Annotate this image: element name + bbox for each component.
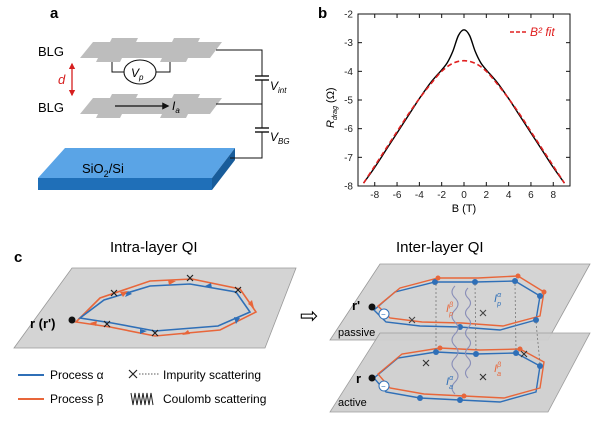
- panel-b-letter: b: [318, 5, 327, 22]
- legend-impurity-icon: [128, 369, 160, 379]
- panel-c: c Intra-layer QI Inter-layer QI r (r') ⇨: [13, 239, 591, 413]
- chart-frame: [357, 13, 571, 187]
- intra-layer-title: Intra-layer QI: [110, 239, 198, 256]
- capacitor-vbg: [255, 127, 269, 133]
- panel-a-letter: a: [50, 5, 59, 22]
- v-int-label: Vint: [270, 79, 287, 95]
- active-electron: [378, 380, 390, 392]
- series-fit-line: [362, 59, 566, 184]
- current-label: Ia: [172, 99, 180, 115]
- substrate-label: SiO2/Si: [82, 161, 124, 179]
- intra-point-label: r (r'): [30, 316, 55, 331]
- legend-coulomb-icon: [130, 392, 154, 406]
- y-tick-label: -2: [344, 10, 353, 21]
- panel-b: b -8 -6 -4 -2 0 2 4 6 8 -2 -3 -4 -5 -6 -7 -8 B² fit B (T)…: [318, 5, 571, 215]
- passive-electron: [378, 308, 390, 320]
- substrate-slab: [38, 148, 235, 190]
- y-tick-label: -5: [344, 96, 353, 107]
- x-tick-label: -8: [370, 190, 379, 201]
- active-impurities: [422, 350, 528, 381]
- transition-arrow-icon: ⇨: [300, 303, 318, 328]
- interlayer-links: [435, 283, 541, 365]
- passive-nodes-beta: [435, 273, 547, 295]
- point-r-prime-label: r': [352, 298, 360, 313]
- top-bilayer: [80, 38, 222, 62]
- y-tick-label: -8: [344, 182, 353, 193]
- v-bg-label: VBG: [270, 130, 290, 146]
- x-tick-label: 2: [484, 190, 490, 201]
- drag-resistance-chart: -8 -6 -4 -2 0 2 4 6 8 -2 -3 -4 -5 -6 -7 -8 B² fit B (T) Rd…: [325, 10, 571, 215]
- legend-alpha-label: Process α: [50, 368, 104, 382]
- y-tick-label: -7: [344, 153, 353, 164]
- voltmeter: Vp: [111, 59, 171, 85]
- coulomb-wiggle-1: [451, 285, 459, 395]
- intra-path-beta: [74, 278, 258, 337]
- y-tick-label: -6: [344, 124, 353, 135]
- active-electron-sign: −: [381, 382, 386, 391]
- point-r-label: r: [356, 371, 361, 386]
- separation-label: d: [58, 72, 66, 87]
- circuit-wires: [216, 49, 263, 159]
- inter-layer-title: Inter-layer QI: [396, 239, 484, 256]
- series-data-line: [363, 29, 565, 184]
- legend-beta-label: Process β: [50, 392, 104, 406]
- voltmeter-label: Vp: [131, 66, 144, 82]
- x-axis-label: B (T): [452, 203, 476, 215]
- y-tick-label: -3: [344, 38, 353, 49]
- active-nodes: [417, 349, 543, 403]
- x-tick-label: -6: [393, 190, 402, 201]
- legend: Process α Process β Impurity scattering …: [18, 368, 266, 406]
- x-tick-label: 4: [506, 190, 512, 201]
- passive-path-alpha: [372, 280, 541, 331]
- y-axis-label: Rdrag (Ω): [325, 87, 339, 128]
- capacitor-vint: [255, 75, 269, 81]
- point-r-prime: [368, 303, 376, 311]
- panel-c-letter: c: [14, 249, 22, 266]
- legend-coulomb-label: Coulomb scattering: [163, 392, 266, 406]
- intra-arrows-alpha: [125, 283, 240, 334]
- passive-nodes: [432, 278, 543, 330]
- intra-point-r: [68, 316, 76, 324]
- blg-top-label: BLG: [38, 44, 64, 59]
- blg-bottom-label: BLG: [38, 100, 64, 115]
- active-label: active: [338, 397, 367, 409]
- active-nodes-beta: [437, 345, 523, 399]
- passive-impurities: [408, 309, 487, 324]
- legend-fit-label: B² fit: [530, 25, 555, 39]
- passive-path-beta: [376, 275, 545, 327]
- x-tick-label: -2: [437, 190, 446, 201]
- y-tick-label: -4: [344, 67, 353, 78]
- x-tick-label: -4: [415, 190, 424, 201]
- x-tick-label: 6: [528, 190, 534, 201]
- legend-impurity-label: Impurity scattering: [163, 368, 261, 382]
- x-tick-label: 0: [461, 190, 467, 201]
- panel-a: a SiO2/Si BLG BLG d Vp: [38, 5, 290, 190]
- intra-impurities: [103, 274, 242, 337]
- active-path-alpha: [373, 351, 541, 403]
- passive-electron-sign: −: [381, 310, 386, 319]
- intra-arrows-beta: [90, 280, 254, 335]
- point-r: [368, 374, 376, 382]
- x-tick-label: 8: [550, 190, 556, 201]
- coulomb-wiggle-2: [464, 287, 472, 379]
- passive-label: passive: [338, 327, 375, 339]
- active-path-beta: [377, 347, 545, 399]
